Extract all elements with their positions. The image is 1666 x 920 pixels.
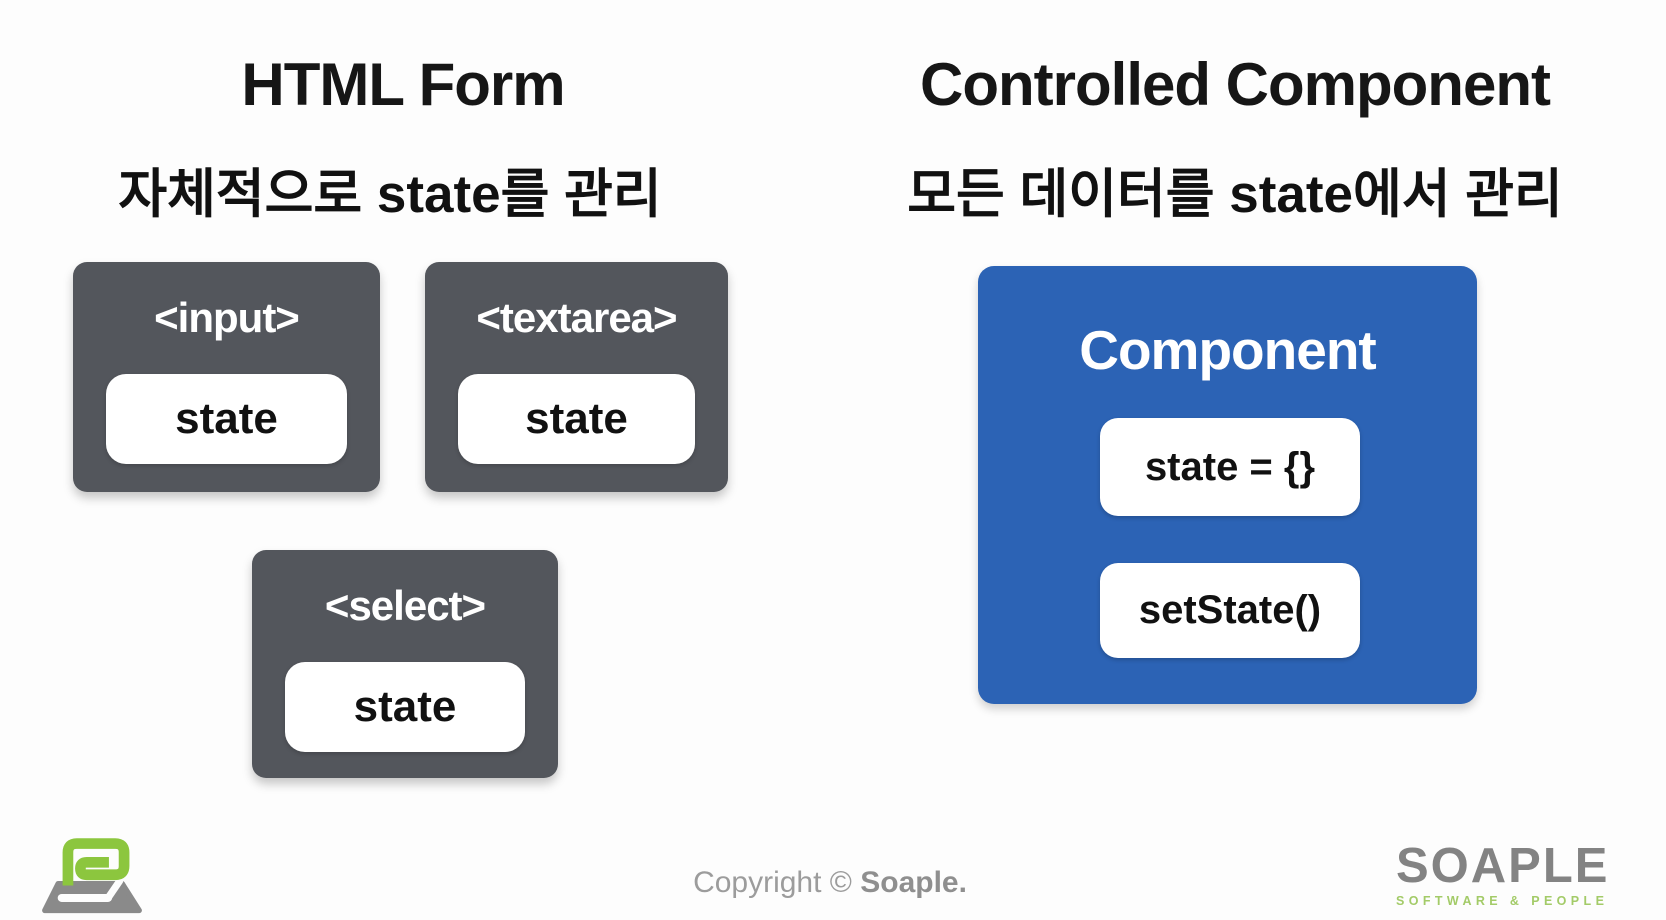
soaple-laptop-icon bbox=[42, 838, 142, 914]
input-form-box: <input> state bbox=[73, 262, 380, 492]
left-column-title: HTML Form bbox=[241, 51, 565, 118]
textarea-tag-label: <textarea> bbox=[476, 294, 677, 341]
right-column-subtitle: 모든 데이터를 state에서 관리 bbox=[907, 165, 1563, 224]
left-column-subtitle: 자체적으로 state를 관리 bbox=[118, 165, 662, 224]
select-form-box: <select> state bbox=[252, 550, 558, 778]
input-state-pill: state bbox=[106, 374, 347, 464]
textarea-state-pill: state bbox=[458, 374, 695, 464]
component-title: Component bbox=[1079, 319, 1377, 381]
copyright-prefix: Copyright © bbox=[693, 866, 861, 899]
component-state-label: state = {} bbox=[1144, 444, 1316, 489]
soaple-logo-tagline: SOFTWARE & PEOPLE bbox=[1396, 894, 1609, 908]
copyright-brand: Soaple. bbox=[860, 866, 967, 899]
select-state-pill: state bbox=[285, 662, 525, 752]
input-state-label: state bbox=[175, 394, 278, 443]
select-tag-label: <select> bbox=[324, 582, 486, 629]
right-column-title: Controlled Component bbox=[920, 51, 1551, 118]
copyright-text: Copyright © Soaple. bbox=[530, 866, 1130, 900]
component-setstate-pill: setState() bbox=[1100, 563, 1360, 658]
component-box: Component state = {} setState() bbox=[978, 266, 1477, 704]
component-state-pill: state = {} bbox=[1100, 418, 1360, 516]
soaple-logo-wordmark: SOAPLE bbox=[1396, 839, 1610, 893]
soaple-logo: SOAPLE SOFTWARE & PEOPLE bbox=[1396, 842, 1626, 908]
input-tag-label: <input> bbox=[154, 294, 300, 341]
select-state-label: state bbox=[353, 682, 457, 731]
textarea-state-label: state bbox=[525, 394, 628, 443]
textarea-form-box: <textarea> state bbox=[425, 262, 728, 492]
component-setstate-label: setState() bbox=[1138, 588, 1322, 632]
